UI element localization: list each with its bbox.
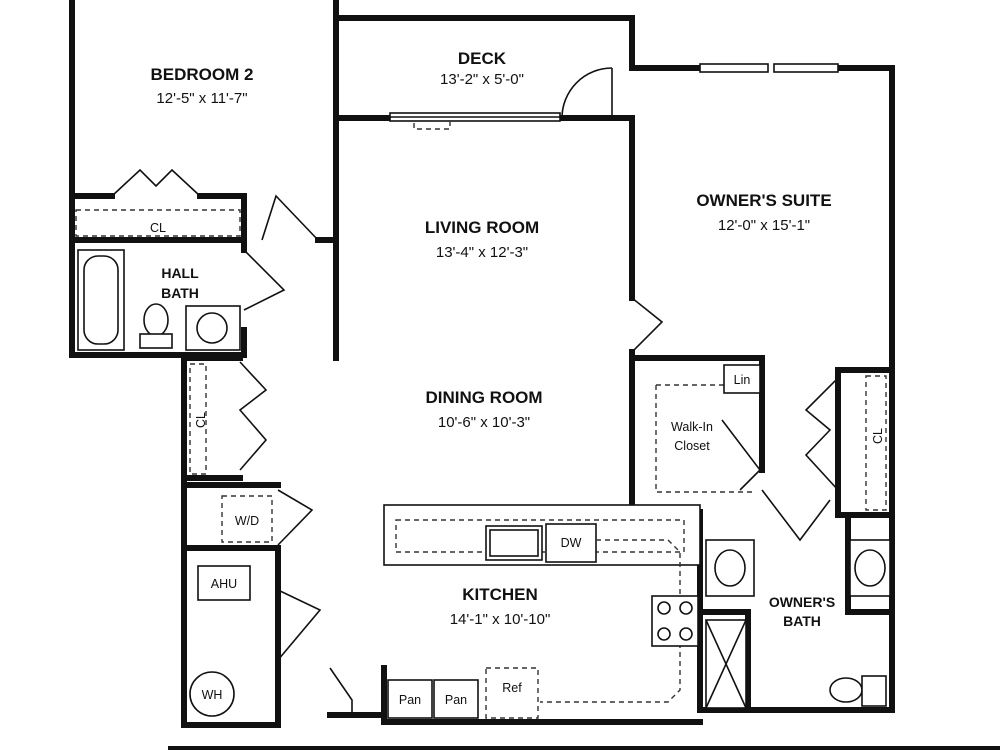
toilet-icon: [143, 303, 169, 337]
closet-bedroom-label: CL: [150, 221, 166, 235]
closet-hall-label: CL: [194, 412, 208, 428]
hall-bath-line2: BATH: [161, 285, 199, 301]
walk-in-line1: Walk-In: [671, 420, 713, 434]
owner-sink-1-icon: [705, 539, 755, 597]
washer-dryer-label: W/D: [235, 514, 259, 528]
linen-closet: [723, 364, 761, 394]
range-icon: [651, 595, 699, 647]
dishwasher-label: DW: [561, 536, 582, 550]
pantry-1: [387, 679, 433, 719]
owners-bath-line1: OWNER'S: [769, 594, 835, 610]
water-heater-icon: [189, 671, 235, 717]
dining-room-dims: 10'-6" x 10'-3": [438, 414, 530, 431]
labels: BEDROOM 2 12'-5" x 11'-7" DECK 13'-2" x …: [150, 49, 885, 707]
doors-windows: [111, 63, 839, 715]
dishwasher-icon: [545, 523, 597, 563]
owners-suite-name: OWNER'S SUITE: [696, 191, 831, 210]
kitchen-sink-icon: [485, 525, 543, 561]
air-handler-label: AHU: [211, 577, 237, 591]
kitchen-dims: 14'-1" x 10'-10": [450, 611, 551, 628]
bedroom2-dims: 12'-5" x 11'-7": [156, 90, 247, 107]
walls: [69, 0, 1000, 750]
pantry-2: [433, 679, 479, 719]
living-room-dims: 13'-4" x 12'-3": [436, 244, 528, 261]
pantry-2-label: Pan: [445, 693, 467, 707]
walk-in-line2: Closet: [674, 439, 710, 453]
air-handler-icon: [197, 565, 251, 601]
deck-name: DECK: [458, 49, 507, 68]
owners-bath-line2: BATH: [783, 613, 821, 629]
deck-dims: 13'-2" x 5'-0": [440, 71, 524, 88]
dining-room-name: DINING ROOM: [425, 388, 542, 407]
owners-suite-dims: 12'-0" x 15'-1": [718, 217, 810, 234]
refrigerator-label: Ref: [502, 681, 522, 695]
closet-suite-label: CL: [871, 428, 885, 444]
owner-sink-2-icon: [849, 539, 891, 597]
pantry-1-label: Pan: [399, 693, 421, 707]
water-heater-label: WH: [202, 688, 223, 702]
linen-label: Lin: [734, 373, 751, 387]
hall-bath-line1: HALL: [161, 265, 199, 281]
fixtures: [75, 209, 891, 719]
owner-toilet-icon: [829, 677, 863, 703]
refrigerator-icon: [485, 667, 539, 719]
bathtub-icon: [77, 249, 125, 351]
bedroom2-name: BEDROOM 2: [151, 65, 254, 84]
living-room-name: LIVING ROOM: [425, 218, 539, 237]
washer-dryer-icon: [221, 495, 273, 543]
kitchen-name: KITCHEN: [462, 585, 538, 604]
